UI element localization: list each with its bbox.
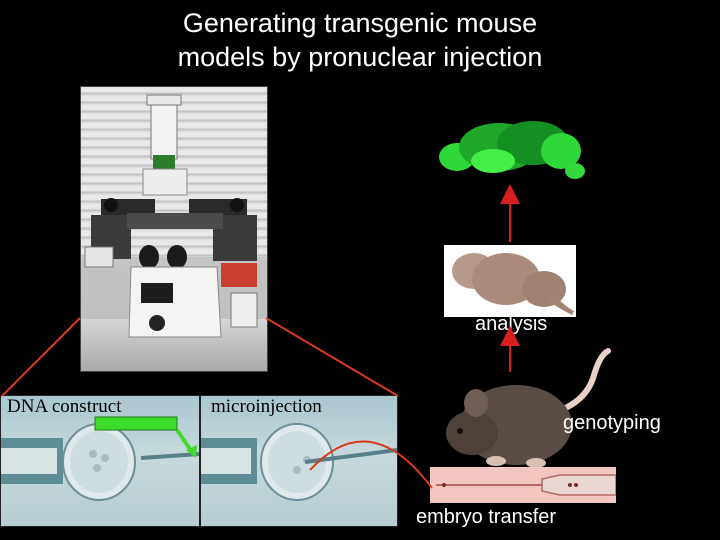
transfer-pipette-illustration <box>430 467 616 503</box>
gfp-brain-section <box>433 113 590 186</box>
label-dna-construct: DNA construct <box>7 396 122 418</box>
microscope-illustration <box>81 87 267 371</box>
label-embryo-transfer: embryo transfer <box>416 506 556 529</box>
label-analysis: analysis <box>475 313 547 336</box>
mouse-photo <box>436 345 616 470</box>
label-microinjection: microinjection <box>211 396 322 418</box>
embryo-micrograph-dna: DNA construct <box>0 395 200 527</box>
brain-illustration <box>444 245 576 317</box>
slide-title: Generating transgenic mouse models by pr… <box>100 6 620 74</box>
mouse-illustration <box>436 345 616 470</box>
embryo-micrograph-injection: microinjection <box>200 395 398 527</box>
connector-line-right <box>266 318 398 396</box>
title-line-2: models by pronuclear injection <box>100 40 620 74</box>
title-line-1: Generating transgenic mouse <box>100 6 620 40</box>
microscope-photo <box>80 86 268 372</box>
connector-line-left <box>2 318 80 396</box>
transfer-pipette-photo <box>430 467 616 503</box>
gfp-brain-illustration <box>433 113 590 186</box>
mouse-brain-photo <box>444 245 576 317</box>
label-genotyping: genotyping <box>563 412 661 435</box>
